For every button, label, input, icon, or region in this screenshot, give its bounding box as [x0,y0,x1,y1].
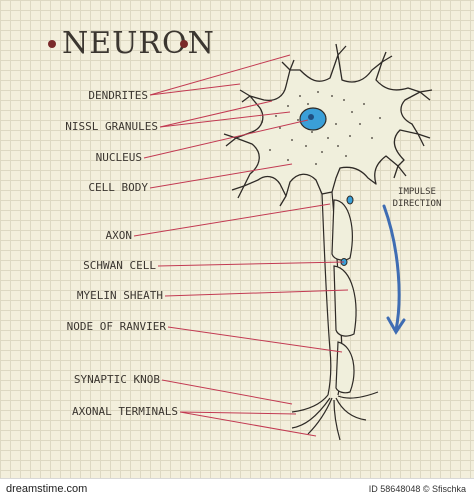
label-schwan-cell: SCHWAN CELL [83,259,156,272]
cell-body-shape [223,43,433,207]
nucleus-shape [299,107,327,131]
label-nissl-granules: NISSL GRANULES [65,120,158,133]
title-left-dot [48,40,56,48]
title-right-dot [180,40,188,48]
myelin-sheath-segments [331,199,357,394]
label-myelin-sheath: MYELIN SHEATH [76,289,163,302]
footer-bar: dreamstime.com ID 58648048 © Sfischka [0,478,474,500]
page-title: NEURON [62,26,215,61]
label-dendrites: DENDRITES [88,89,148,102]
label-node-of-ranvier: NODE OF RANVIER [66,320,166,333]
neuron-illustration [133,43,433,441]
label-axon: AXON [105,229,133,242]
leader-lines [133,54,349,437]
label-nucleus: NUCLEUS [95,151,142,164]
impulse-line-1: IMPULSE [398,187,436,197]
axon-terminal-branches [291,391,379,441]
impulse-line-2: DIRECTION [392,199,442,209]
label-cell-body: CELL BODY [88,181,148,194]
impulse-arrow [382,204,406,335]
footer-id: ID 58648048 © Sfischka [368,484,466,494]
footer-logo[interactable]: dreamstime.com [6,483,88,495]
impulse-direction-label: IMPULSE DIRECTION [382,186,452,210]
label-axonal-terminals: AXONAL TERMINALS [72,405,178,418]
nissl-granules [261,91,381,165]
label-synaptic-knob: SYNAPTIC KNOB [73,373,160,386]
